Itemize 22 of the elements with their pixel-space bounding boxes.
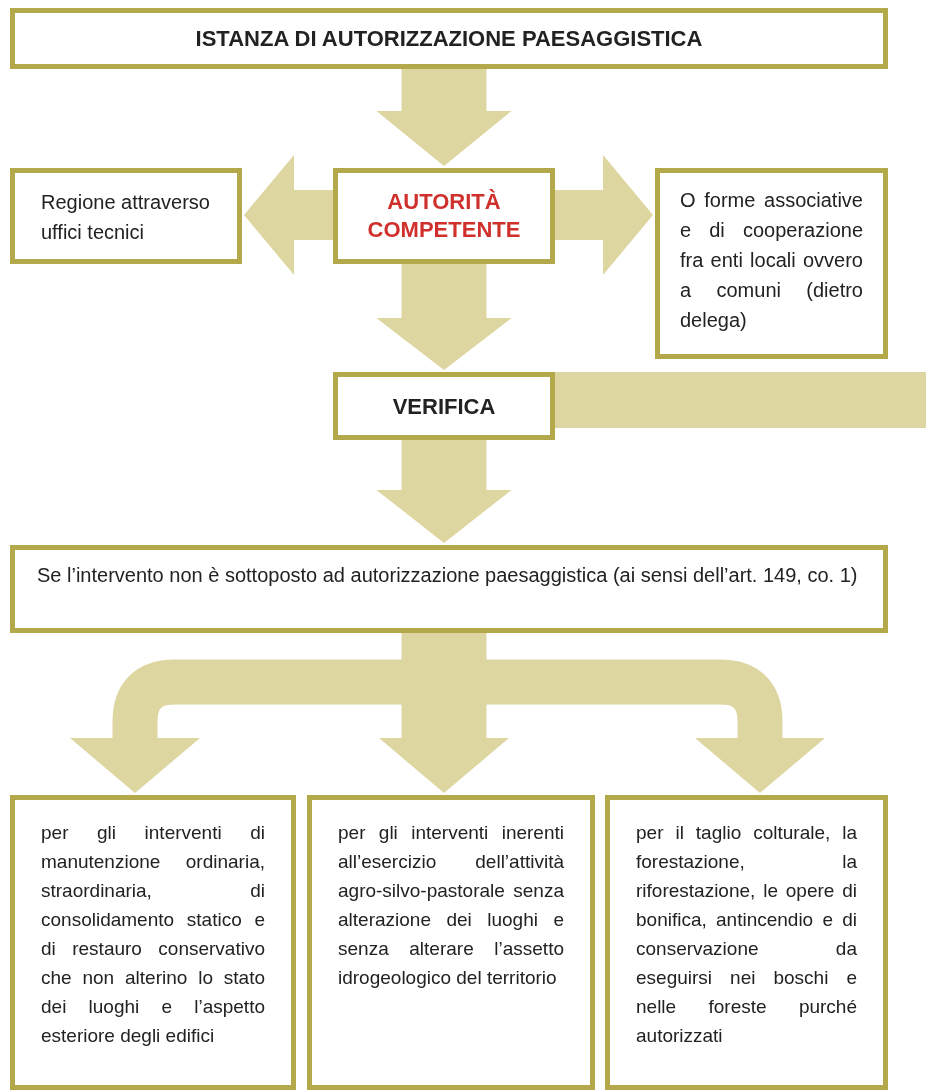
arrow — [376, 69, 512, 166]
process-box — [333, 372, 555, 440]
box-text: AUTORITÀ COMPETENTE — [366, 188, 522, 244]
process-box — [655, 168, 888, 359]
title-box — [10, 8, 888, 69]
box-text: O forme associative e di cooperazione fra enti locali ovvero a comuni (dietro delega) — [680, 188, 863, 333]
arrow — [555, 155, 653, 275]
box-text: Regione attraverso uffici tecnici — [41, 190, 211, 245]
box-text: ISTANZA DI AUTORIZZAZIONE PAESAGGISTICA — [195, 25, 703, 53]
box-text: VERIFICA — [392, 392, 496, 421]
box-text: per gli interventi di manutenzione ordinaria, straordinaria, di consolidamento statico e di restauro conservativo che non alterino lo stato dei luoghi e l’aspetto esteriore degli edifici — [41, 821, 265, 1048]
case-box — [605, 795, 888, 1090]
condition-box — [10, 545, 888, 633]
box-text: per gli interventi inerenti all’esercizio dell’attività agro-silvo-pastorale senza alterazione dei luoghi e senza alterare l’assetto idrogeologico del territorio — [338, 821, 564, 990]
box-text: per il taglio colturale, la forestazione, la riforestazione, le opere di bonifica, antincendio e di conservazione da eseguirsi nei boschi e nelle foreste purché autorizzati — [636, 821, 857, 1048]
case-box — [10, 795, 296, 1090]
authority-box — [333, 168, 555, 264]
process-box — [10, 168, 242, 264]
arrow — [244, 155, 333, 275]
arrow — [379, 633, 509, 793]
box-text: Se l’intervento non è sottoposto ad autorizzazione paesaggistica (ai sensi dell’art. 149, co. 1) — [37, 563, 859, 588]
case-box — [307, 795, 595, 1090]
